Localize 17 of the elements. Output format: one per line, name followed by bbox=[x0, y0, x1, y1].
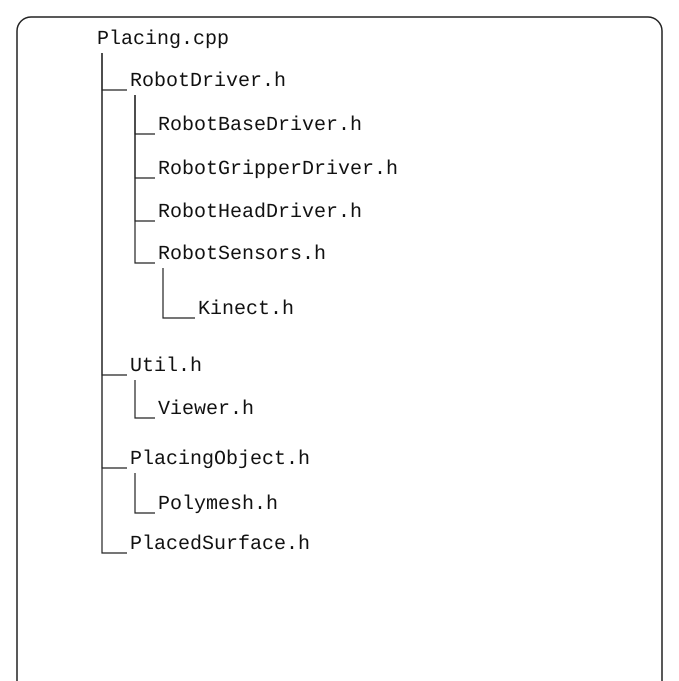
file-name: Viewer.h bbox=[158, 398, 254, 422]
tree-connector bbox=[134, 380, 155, 419]
file-name: Kinect.h bbox=[198, 298, 294, 322]
tree-connector bbox=[134, 473, 155, 514]
file-name: Placing.cpp bbox=[97, 28, 230, 52]
file-name: RobotDriver.h bbox=[130, 70, 286, 94]
file-name: RobotBaseDriver.h bbox=[158, 114, 362, 138]
tree-connector bbox=[162, 268, 195, 319]
file-name: RobotGripperDriver.h bbox=[158, 158, 398, 182]
file-name: RobotSensors.h bbox=[158, 243, 326, 267]
tree-connector bbox=[134, 95, 155, 264]
file-name: PlacedSurface.h bbox=[130, 533, 310, 557]
tree-connector bbox=[101, 53, 127, 554]
file-name: Polymesh.h bbox=[158, 493, 278, 517]
file-name: PlacingObject.h bbox=[130, 448, 310, 472]
file-name: Util.h bbox=[130, 355, 202, 379]
file-name: RobotHeadDriver.h bbox=[158, 201, 362, 225]
